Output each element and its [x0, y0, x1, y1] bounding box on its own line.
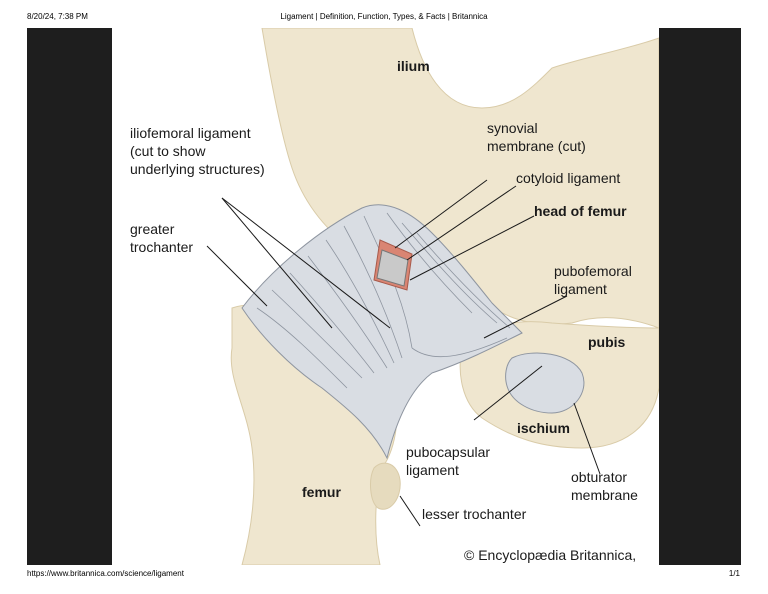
hip-joint-drawing — [206, 28, 659, 565]
label-greater-trochanter: greater trochanter — [130, 221, 194, 255]
label-pubocapsular-ligament: pubocapsular ligament — [406, 444, 491, 478]
label-cotyloid-ligament: cotyloid ligament — [516, 170, 621, 186]
print-header: 8/20/24, 7:38 PM Ligament | Definition, … — [0, 12, 768, 24]
label-ilium: ilium — [397, 58, 430, 74]
hip-ligament-illustration: ilium iliofemoral ligament (cut to show … — [112, 28, 659, 565]
label-pubofemoral-ligament: pubofemoral ligament — [554, 263, 632, 297]
print-page-number: 1/1 — [728, 569, 740, 578]
label-pubis: pubis — [588, 334, 626, 350]
obturator-membrane — [505, 352, 585, 414]
label-femur: femur — [302, 484, 341, 500]
print-url: https://www.britannica.com/science/ligam… — [27, 569, 184, 578]
label-lesser-trochanter: lesser trochanter — [422, 506, 527, 522]
label-head-of-femur: head of femur — [534, 203, 627, 219]
print-datetime: 8/20/24, 7:38 PM — [27, 12, 88, 21]
label-synovial-membrane: synovial membrane (cut) — [487, 120, 586, 154]
lesser-trochanter-bone — [370, 462, 401, 510]
leader-lines — [206, 179, 601, 527]
print-page-title: Ligament | Definition, Function, Types, … — [280, 12, 488, 21]
head-of-femur-window — [376, 249, 409, 287]
label-iliofemoral-ligament: iliofemoral ligament (cut to show underl… — [130, 125, 265, 177]
copyright-notice: © Encyclopædia Britannica, Inc. — [464, 547, 637, 563]
image-frame: ilium iliofemoral ligament (cut to show … — [27, 28, 741, 565]
label-obturator-membrane: obturator membrane — [571, 469, 638, 503]
label-ischium: ischium — [517, 420, 570, 436]
print-footer: https://www.britannica.com/science/ligam… — [0, 569, 768, 581]
